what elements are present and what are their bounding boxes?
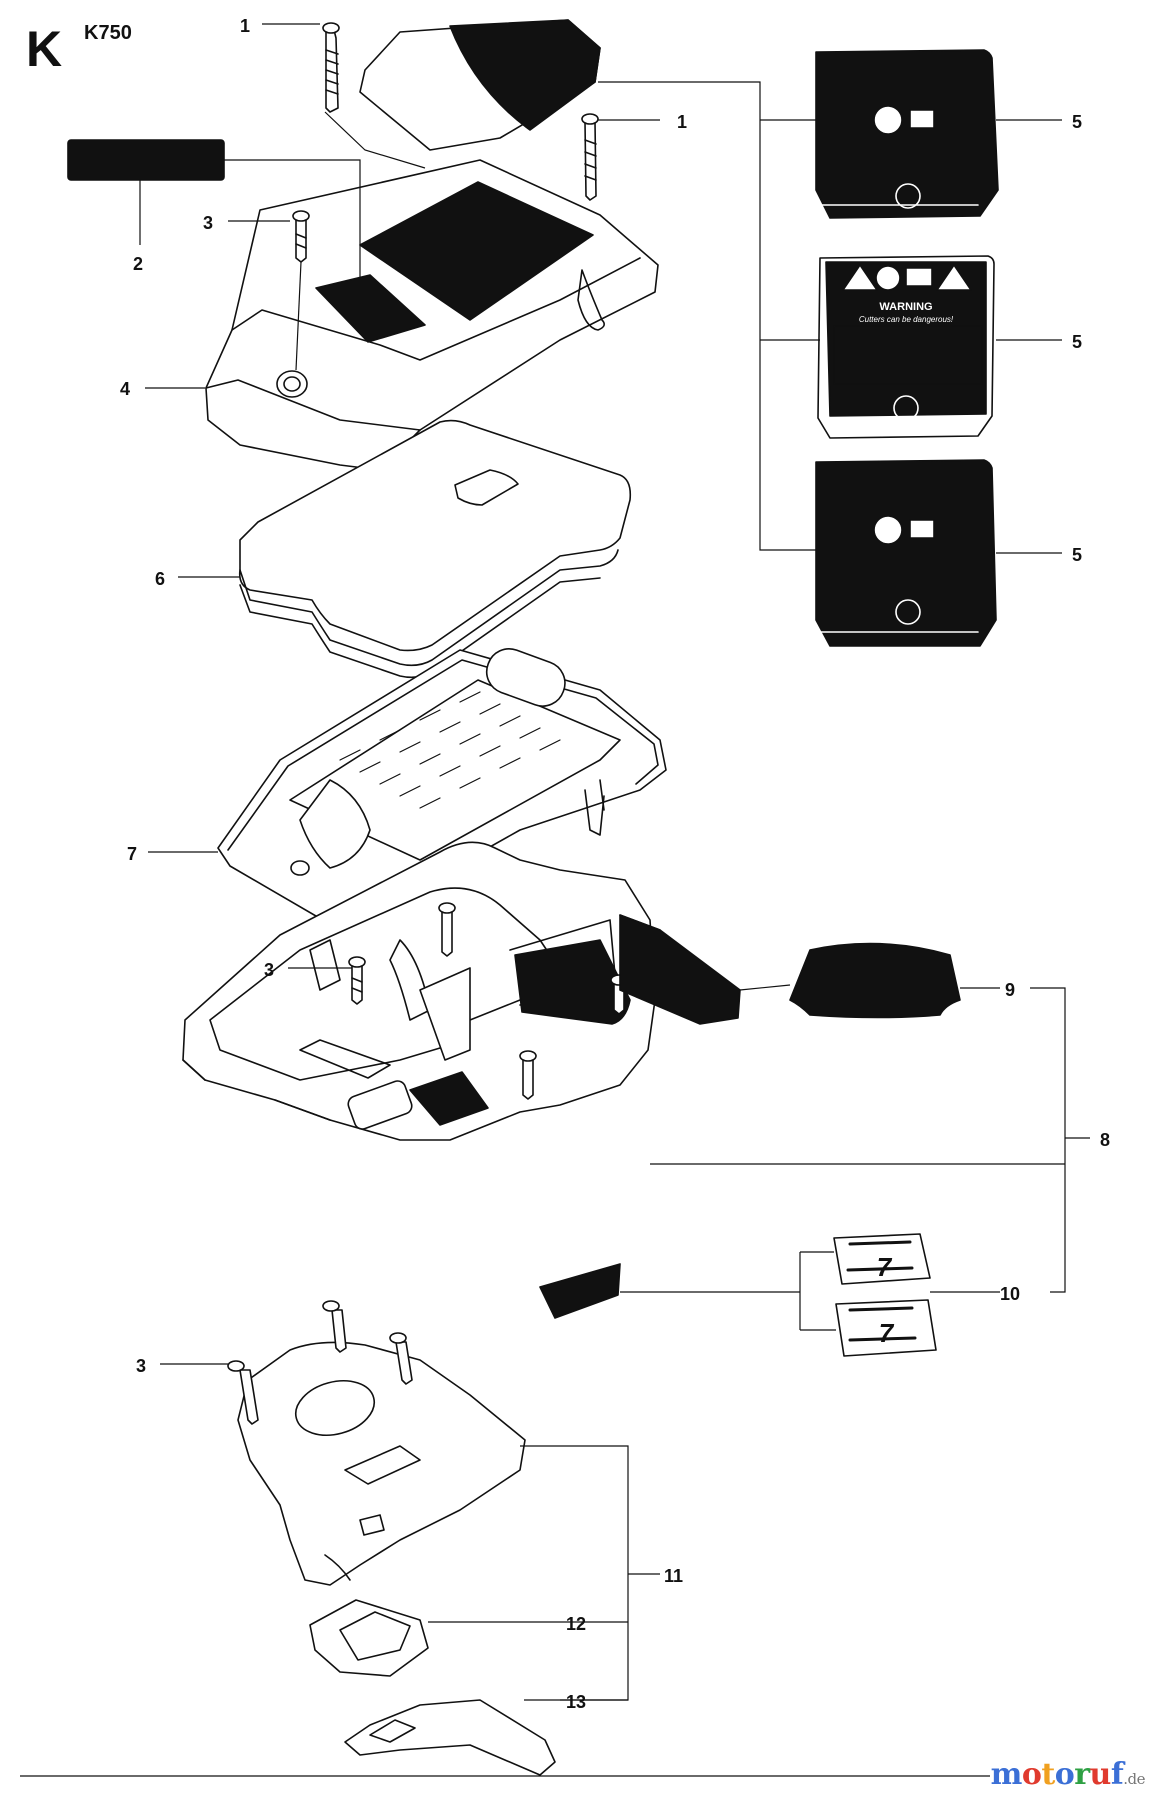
screw-part-3b [348, 956, 366, 1005]
screw-part-3c [227, 1360, 259, 1425]
leader-lines [20, 23, 1090, 1777]
screw-part-3a [292, 210, 310, 263]
callout-12: 12 [566, 1614, 586, 1634]
screw-part-1b [581, 113, 599, 201]
callout-1-top: 1 [240, 16, 250, 36]
callouts: 1 1 2 3 4 5 5 5 6 7 3 9 8 10 3 11 12 13 [120, 16, 1110, 1712]
decal-part-5c [815, 459, 997, 647]
decal-part-2 [67, 139, 225, 181]
model-label: K750 [84, 22, 132, 44]
callout-5-a: 5 [1072, 112, 1082, 132]
decal-number-top: 7 [877, 1252, 893, 1282]
callout-1-right: 1 [677, 112, 687, 132]
top-cover-part-4 [205, 19, 659, 471]
callout-5-b: 5 [1072, 332, 1082, 352]
watermark-letter: m [990, 1757, 1023, 1792]
watermark: motoruf.de [991, 1757, 1146, 1792]
decal-number-bottom: 7 [879, 1318, 895, 1348]
decal-part-5a [815, 49, 999, 219]
callout-4: 4 [120, 379, 130, 399]
screw-part-1a [322, 22, 340, 113]
callout-3-top: 3 [203, 213, 213, 233]
cylinder-cover-part-8 [182, 841, 666, 1141]
watermark-letter: f [1110, 1757, 1124, 1792]
callout-7: 7 [127, 844, 137, 864]
decal-part-10-bottom [835, 1299, 937, 1357]
bracket-part-13 [344, 1699, 556, 1776]
decal-part-8-small [539, 1263, 621, 1319]
callout-10: 10 [1000, 1284, 1020, 1304]
decal-part-10-top [833, 1233, 931, 1285]
watermark-letter: o [1021, 1757, 1042, 1792]
watermark-letter: r [1074, 1757, 1090, 1792]
callout-8: 8 [1100, 1130, 1110, 1150]
callout-9: 9 [1005, 980, 1015, 1000]
callout-11: 11 [664, 1566, 683, 1586]
warning-subheading: Cutters can be dangerous! [859, 315, 954, 324]
watermark-letter: t [1041, 1757, 1055, 1792]
filter-part-6 [238, 419, 632, 679]
sheet-letter: K [26, 21, 63, 77]
warning-heading: WARNING [879, 301, 932, 313]
callout-3-mid: 3 [264, 960, 274, 980]
watermark-tld: .de [1123, 1770, 1145, 1788]
watermark-brand: motoruf [991, 1757, 1124, 1792]
callout-3-bottom: 3 [136, 1356, 146, 1376]
callout-2: 2 [133, 254, 143, 274]
watermark-letter: u [1089, 1757, 1112, 1792]
callout-13: 13 [566, 1692, 586, 1712]
filter-base-part-7 [217, 648, 667, 946]
callout-6: 6 [155, 569, 165, 589]
plate-part-12 [309, 1599, 429, 1677]
callout-5-c: 5 [1072, 545, 1082, 565]
decal-part-5b [817, 255, 995, 439]
decal-part-9b [789, 942, 961, 1019]
decal-part-9a [619, 914, 741, 1025]
lower-cover-part-11 [237, 1341, 526, 1586]
watermark-letter: o [1054, 1757, 1075, 1792]
